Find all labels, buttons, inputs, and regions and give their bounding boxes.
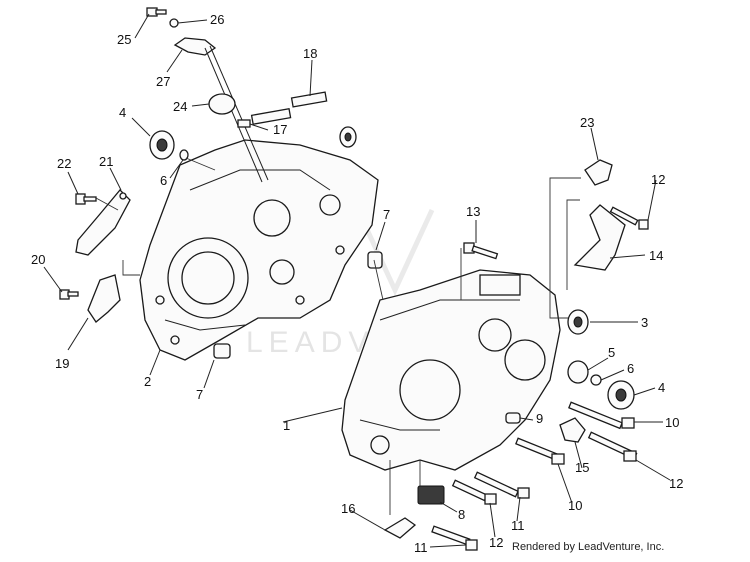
bolt-11-mid [473,471,530,499]
right-crankcase-half [341,269,561,471]
callout-leaders [43,13,671,548]
seal-right-top [339,126,357,148]
callout-11-mid: 11 [511,518,525,533]
bearing-5 [567,360,589,384]
callout-15: 15 [575,460,589,475]
callout-4-right: 4 [658,380,665,395]
bolt-12-top [609,206,649,230]
callout-6-left: 6 [160,173,167,188]
callout-26: 26 [210,12,224,27]
callout-21: 21 [99,154,113,169]
bracket-16 [383,517,417,539]
callout-7-lower: 7 [196,387,203,402]
callout-14: 14 [649,248,663,263]
washer-26 [169,18,179,28]
callout-25: 25 [117,32,131,47]
pin-17 [237,119,251,128]
callout-16: 16 [341,501,355,516]
callout-27: 27 [156,74,170,89]
dowel-7-lower [213,343,231,359]
callout-7-upper: 7 [383,207,390,222]
clamp-23 [584,159,613,186]
callout-11-lower: 11 [414,540,428,555]
callout-18: 18 [303,46,317,61]
clamp-27 [173,37,269,183]
callout-13: 13 [466,204,480,219]
plug-9 [505,412,521,424]
dowel-7-upper [367,251,383,269]
credit-text: Rendered by LeadVenture, Inc. [512,541,665,553]
bearing-4-left [149,130,175,160]
callout-22: 22 [57,156,71,171]
plate-8 [417,485,445,505]
callout-9: 9 [536,411,543,426]
bearing-4-right [607,380,635,410]
stopper-arm-21 [75,189,131,256]
callout-12-mid: 12 [669,476,683,491]
callout-3: 3 [641,315,648,330]
callout-12-lower: 12 [489,535,503,550]
callout-19: 19 [55,356,69,371]
callout-17: 17 [273,122,287,137]
callout-labels: 25 26 27 18 24 17 4 6 22 21 20 19 2 7 7 … [31,12,683,555]
bolt-22 [75,193,97,205]
left-crankcase-half [139,139,379,361]
assembly-lines [95,157,581,515]
bolt-10-lower [515,437,565,465]
callout-23: 23 [580,115,594,130]
callout-10-lower: 10 [568,498,582,513]
callout-12-top: 12 [651,172,665,187]
callout-20: 20 [31,252,45,267]
ring-6-left [179,149,189,161]
callout-5: 5 [608,345,615,360]
seal-3 [567,309,589,335]
bolt-25 [146,7,167,17]
bolt-20 [59,289,79,300]
callout-24: 24 [173,99,187,114]
bolt-13 [463,242,499,260]
sensor-15 [559,417,586,443]
callout-2: 2 [144,374,151,389]
callout-1: 1 [283,418,290,433]
callout-8: 8 [458,507,465,522]
dowel-pins-18 [250,91,328,125]
bolt-12-mid [587,431,638,462]
bracket-14 [573,204,626,271]
ring-6-right [590,374,602,386]
cap-24 [208,93,236,115]
shift-guide-19 [87,274,121,323]
callout-6-right: 6 [627,361,634,376]
callout-4-left: 4 [119,105,126,120]
callout-10-upper: 10 [665,415,679,430]
bolt-10-upper [568,401,635,430]
